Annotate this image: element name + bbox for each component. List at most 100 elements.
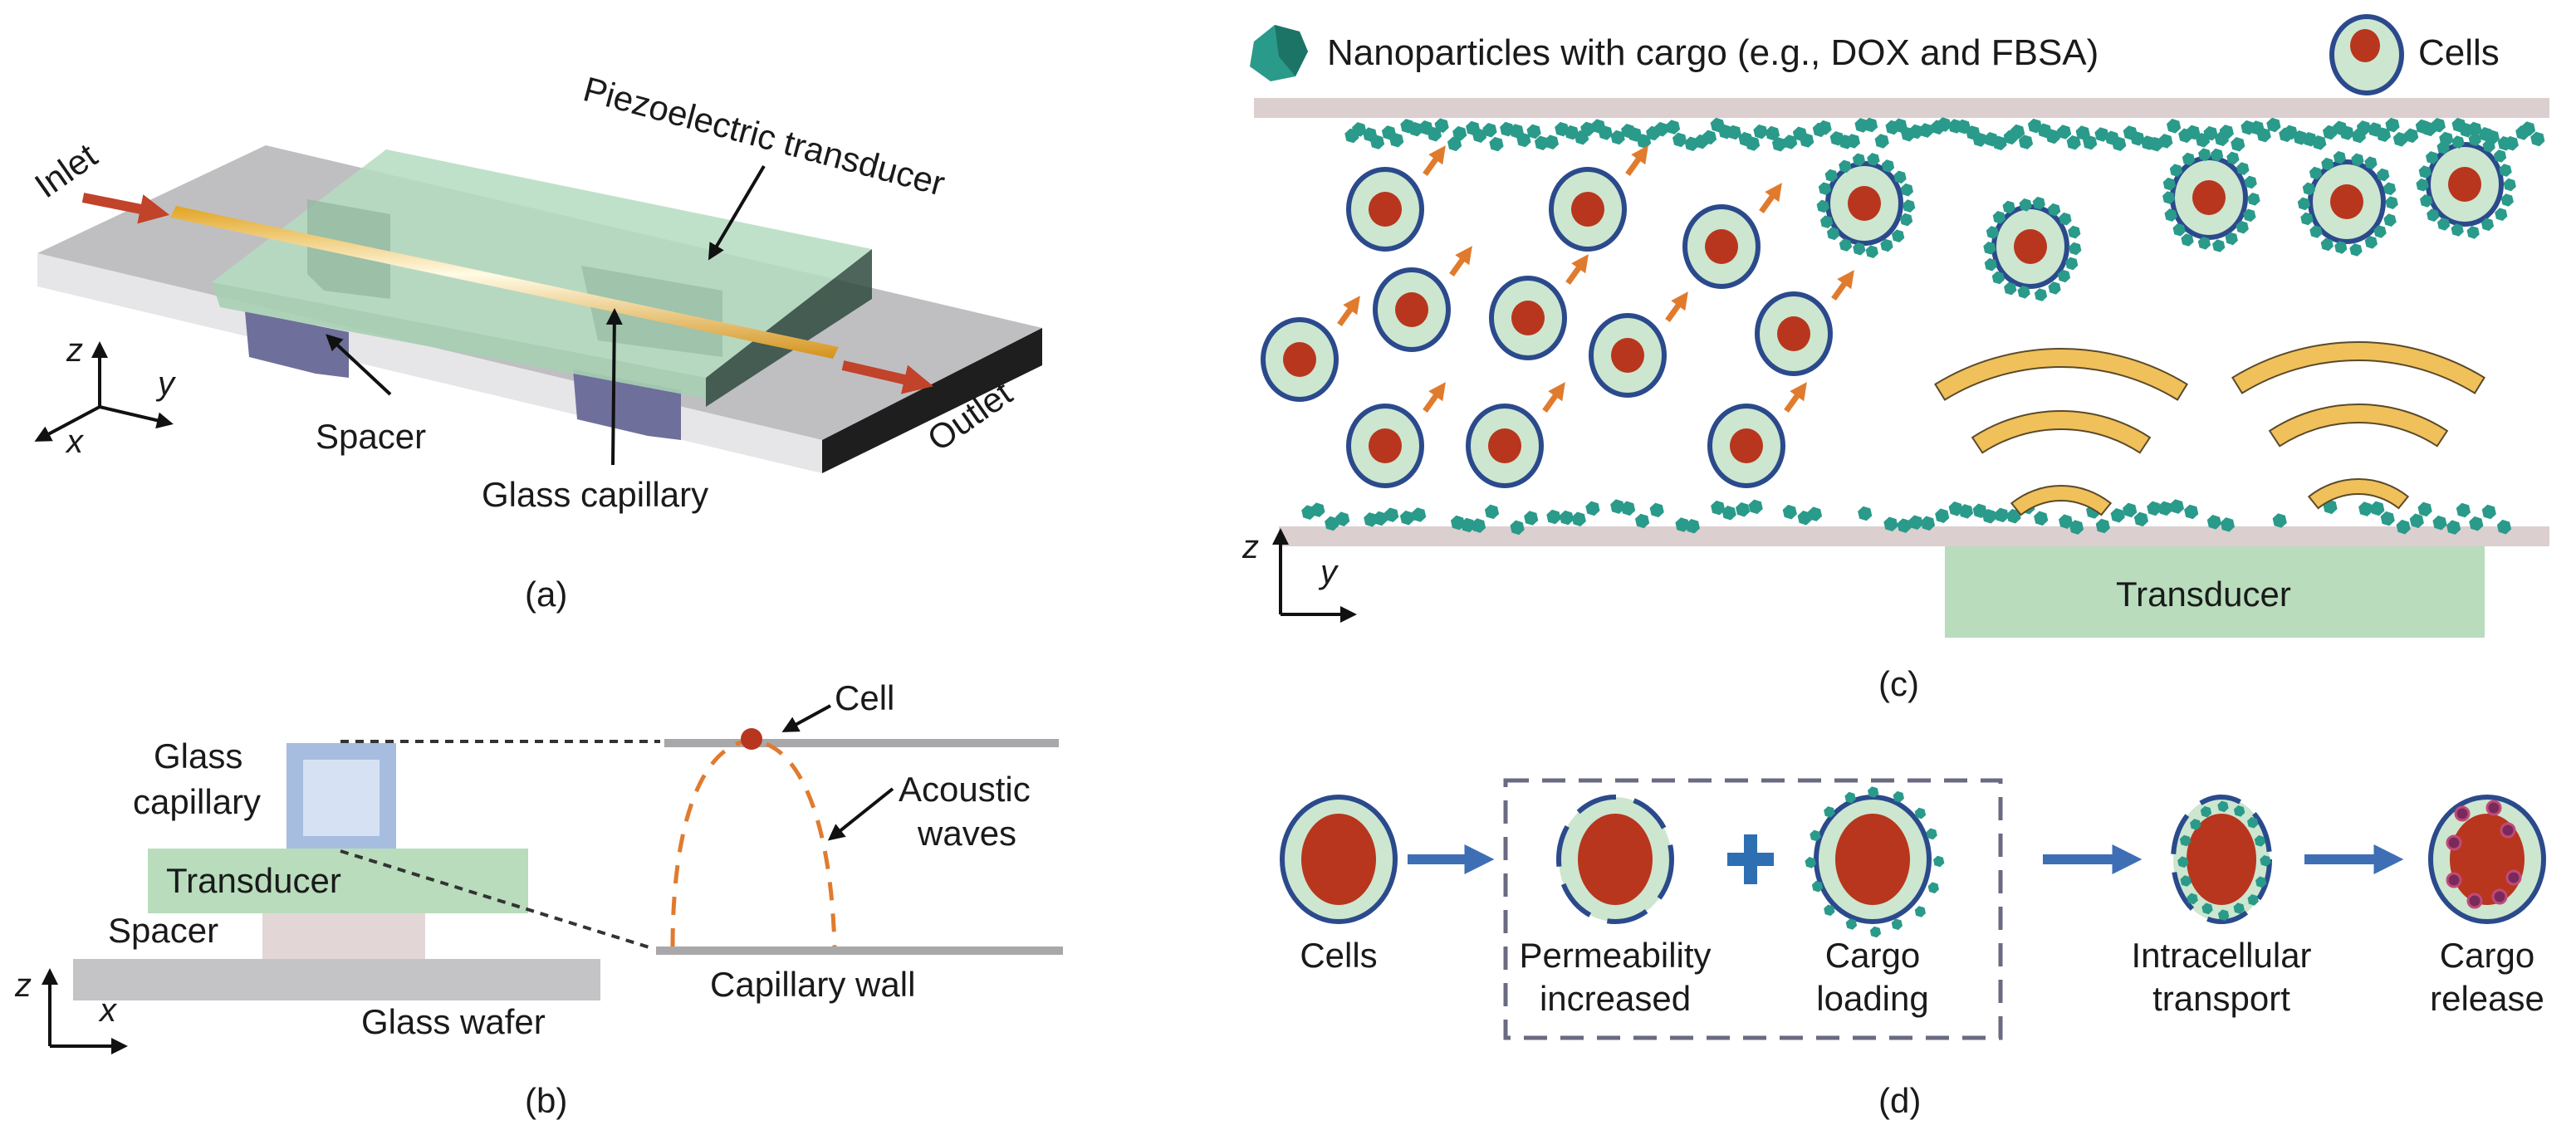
nanoparticle	[2467, 121, 2482, 137]
nanoparticle	[2212, 239, 2226, 252]
piezo-transducer-front	[212, 282, 706, 399]
nanoparticle	[2320, 237, 2334, 252]
nanoparticle	[1892, 229, 1905, 242]
nanoparticle	[1489, 136, 1504, 152]
transducer-label: Transducer	[166, 861, 341, 900]
nanoparticle	[1984, 257, 1997, 271]
nanoparticle	[1880, 238, 1893, 252]
nanoparticle	[1858, 506, 1873, 521]
cell-dot	[741, 728, 762, 750]
spacer-block	[262, 913, 425, 959]
nanoparticle	[2034, 288, 2048, 301]
free-cell	[1755, 270, 1854, 376]
cell-motion-arrow	[1665, 291, 1688, 323]
released-cargo	[2485, 800, 2502, 816]
acoustic-wave-arc	[2010, 484, 2113, 516]
nanoparticle	[2426, 151, 2439, 164]
cell-nucleus	[2014, 229, 2047, 264]
step-label-line2: increased	[1540, 979, 1691, 1018]
nanoparticle	[1810, 829, 1821, 842]
nanoparticle	[2416, 178, 2429, 192]
nanoparticle	[1893, 118, 1908, 133]
nanoparticle	[2309, 166, 2323, 180]
nanoparticle	[2418, 165, 2432, 179]
nanoparticle	[1726, 125, 1741, 140]
nanoparticle	[1721, 506, 1736, 521]
cell-nucleus	[1730, 428, 1763, 463]
nanoparticle	[2110, 508, 2125, 523]
cell-nucleus	[1611, 338, 1644, 373]
nanoparticle	[1580, 121, 1595, 137]
nanoparticle	[1783, 135, 1798, 149]
nanoparticle	[1765, 125, 1780, 141]
nanoparticle	[1986, 226, 2000, 239]
nanoparticle	[2334, 241, 2348, 254]
nanoparticle	[2057, 269, 2071, 283]
cell-pointer	[781, 704, 831, 732]
nanoparticle	[2420, 194, 2433, 208]
legend-cells: Cells	[2418, 32, 2500, 73]
nanoparticle	[2200, 805, 2212, 818]
nanoparticle	[1900, 183, 1913, 197]
nanoparticle	[2181, 233, 2194, 247]
nanoparticle	[2065, 257, 2079, 271]
nanoparticle	[2309, 225, 2323, 238]
nanoparticle	[1918, 123, 1933, 138]
spacer-label: Spacer	[316, 417, 426, 456]
nanoparticle	[2266, 117, 2281, 133]
nanoparticle	[1672, 132, 1687, 148]
cell-motion-arrow	[1831, 270, 1854, 301]
spacer-left	[245, 311, 349, 378]
nanoparticle	[1384, 507, 1399, 522]
glass-capillary-label-1: Glass	[154, 736, 242, 775]
nanoparticle	[2247, 193, 2260, 206]
nanoparticle	[2187, 893, 2198, 905]
free-cell	[1489, 254, 1589, 360]
nanoparticle	[2075, 125, 2090, 140]
nanoparticle	[1893, 790, 1904, 803]
nanoparticle	[1826, 227, 1840, 241]
nanoparticle-coated-cell	[1983, 196, 2082, 301]
released-cargo	[2446, 872, 2462, 888]
nanoparticle	[1991, 271, 2005, 285]
nanoparticle	[1610, 130, 1625, 145]
released-cargo	[2454, 805, 2471, 822]
nanoparticle	[1816, 199, 1829, 213]
piezo-label: Piezoelectric transducer	[580, 69, 949, 203]
nanoparticle	[1559, 510, 1574, 526]
cell-nucleus	[2448, 167, 2481, 202]
nanoparticle	[2206, 515, 2221, 530]
nanoparticle	[1598, 125, 1613, 140]
nanoparticle	[1845, 918, 1858, 930]
free-cell	[1707, 382, 1807, 488]
nanoparticle	[1994, 507, 2009, 523]
glass-wafer	[73, 959, 600, 1000]
step-label-line1: Cargo	[1825, 936, 1920, 975]
legend-nanoparticles: Nanoparticles with cargo (e.g., DOX and …	[1327, 32, 2099, 73]
free-cell	[1373, 246, 1472, 352]
cell-nucleus	[1301, 814, 1376, 905]
nanoparticle	[1883, 516, 1898, 531]
nanoparticle	[1824, 169, 1838, 183]
nanoparticle	[2147, 501, 2162, 516]
nanoparticle	[2017, 286, 2030, 299]
nanoparticle	[2244, 175, 2257, 189]
acoustic-wave-arc	[1971, 409, 2152, 454]
glass-wafer-side	[822, 328, 1042, 473]
nanoparticle	[2233, 805, 2245, 817]
nanoparticle	[1972, 132, 1987, 147]
nanoparticle	[2130, 131, 2145, 146]
nanoparticle	[1992, 211, 2005, 224]
step-label-line2: release	[2430, 979, 2544, 1018]
nanoparticle	[1867, 153, 1880, 166]
nanoparticle	[2260, 855, 2271, 867]
nanoparticle	[1702, 130, 1717, 145]
nanoparticle	[2094, 127, 2109, 142]
free-cell	[1466, 382, 1565, 488]
nanoparticle	[2197, 237, 2211, 250]
nanoparticle	[2180, 875, 2192, 887]
nanoparticle	[2356, 120, 2372, 135]
nanoparticle-layer-top	[1344, 117, 2545, 152]
